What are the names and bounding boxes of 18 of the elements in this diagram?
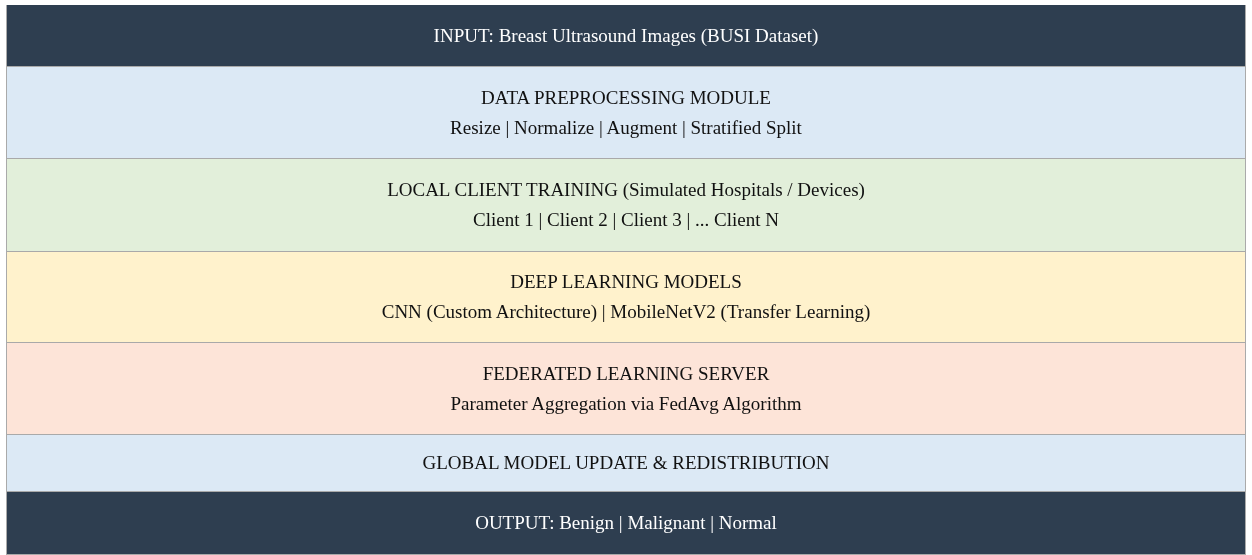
layer-band: [7, 492, 1245, 555]
layer-band: [7, 343, 1245, 435]
band-heading: GLOBAL MODEL UPDATE & REDISTRIBUTION: [422, 452, 830, 474]
band-heading: DEEP LEARNING MODELS: [510, 271, 742, 293]
band-detail: Parameter Aggregation via FedAvg Algorithm: [450, 392, 802, 415]
band-heading: DATA PREPROCESSING MODULE: [481, 86, 771, 109]
layer-band: [7, 252, 1245, 343]
band-detail: CNN (Custom Architecture) | MobileNetV2 (Transfer Learning): [381, 301, 871, 323]
layer-band: [7, 5, 1245, 67]
band-heading: INPUT: Breast Ultrasound Images (BUSI Dataset): [433, 24, 819, 47]
band-heading: LOCAL CLIENT TRAINING (Simulated Hospitals / Devices): [387, 179, 865, 201]
layer-band: [7, 159, 1245, 252]
layer-band: [7, 67, 1245, 159]
band-detail: Resize | Normalize | Augment | Stratified Split: [450, 116, 802, 139]
band-heading: OUTPUT: Benign | Malignant | Normal: [475, 512, 777, 534]
band-detail: Client 1 | Client 2 | Client 3 | ... Client N: [473, 209, 779, 231]
layer-band: [7, 435, 1245, 492]
band-heading: FEDERATED LEARNING SERVER: [482, 362, 770, 385]
